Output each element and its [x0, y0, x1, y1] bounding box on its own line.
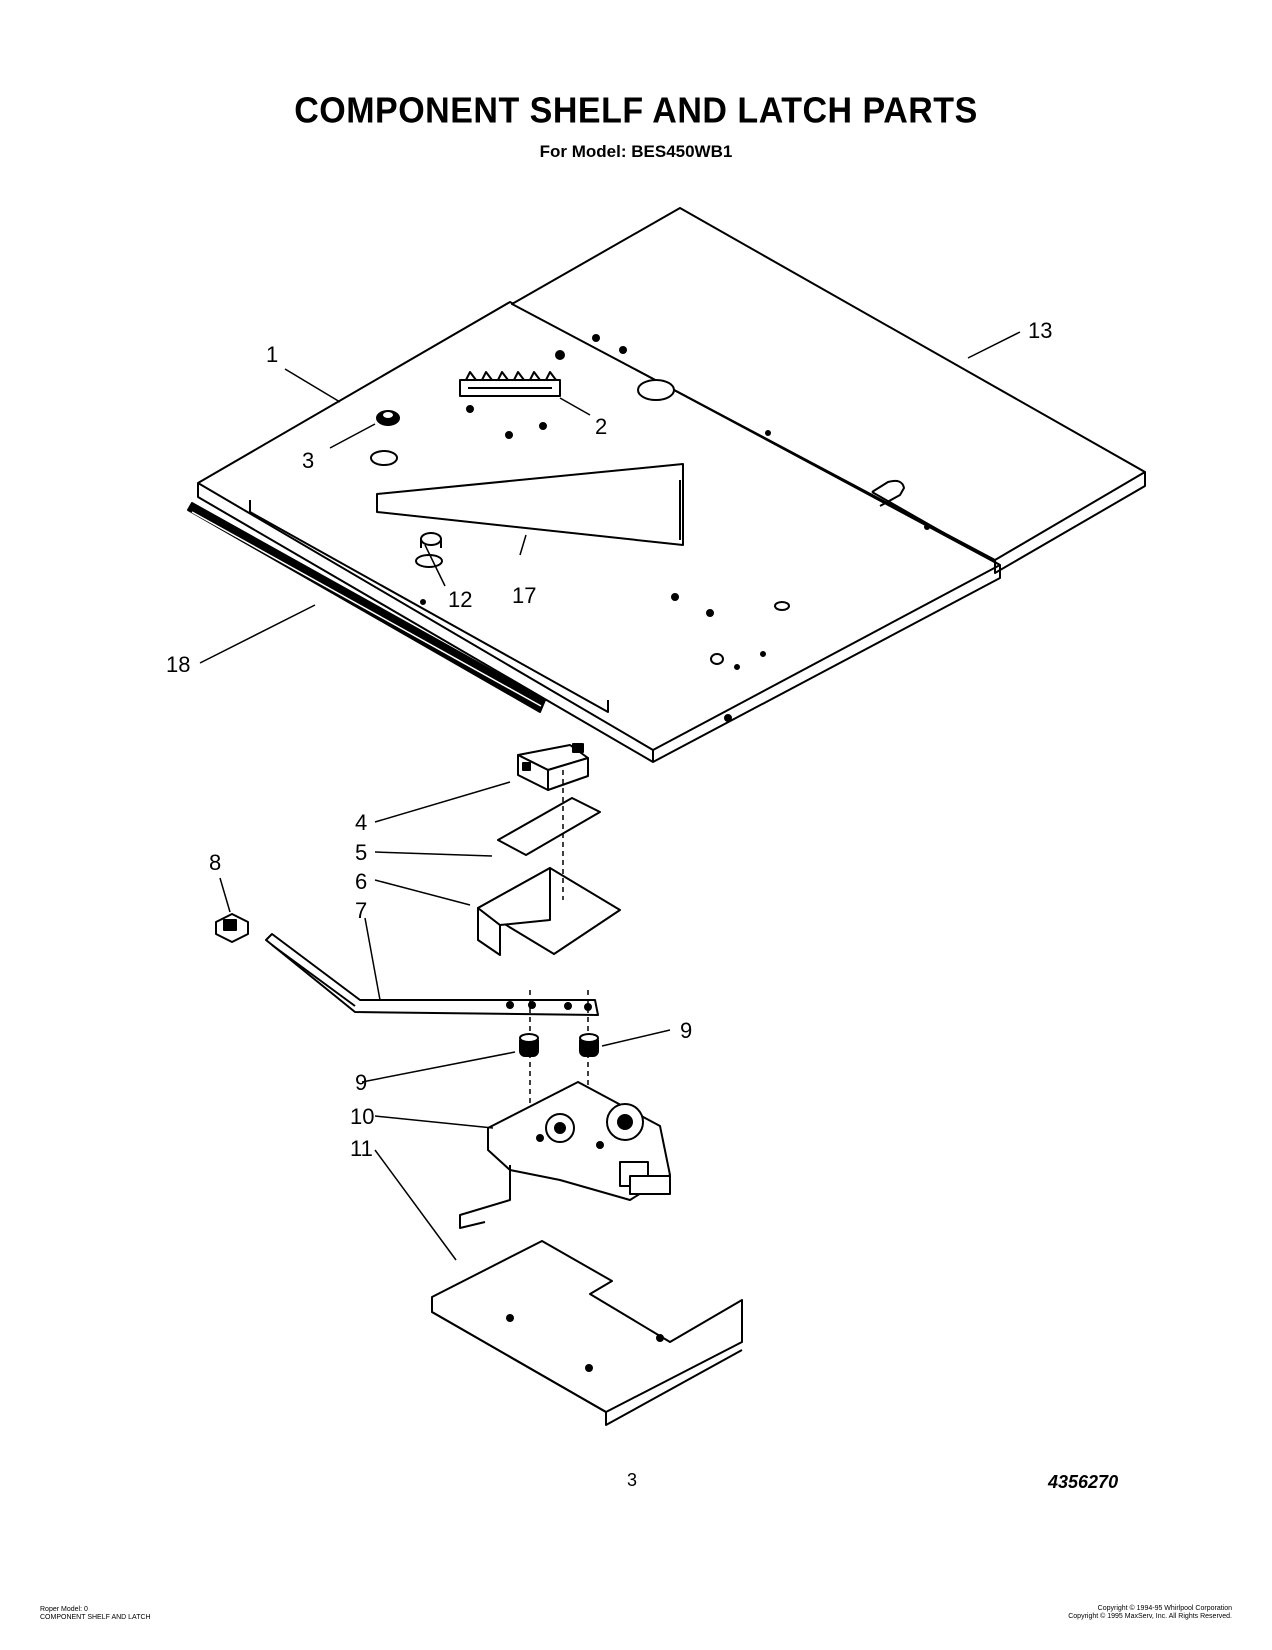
- document-number: 4356270: [1048, 1472, 1119, 1492]
- baffle-part: [376, 463, 684, 546]
- trim-strip-part: [187, 502, 546, 713]
- callout-8: 8: [209, 850, 221, 875]
- plug-button-part: [415, 532, 443, 568]
- callout-7: 7: [355, 898, 367, 923]
- callout-13: 13: [1028, 318, 1052, 343]
- latch-assembly-part: [459, 1081, 671, 1229]
- callout-3: 3: [302, 448, 314, 473]
- footer-copyright-maxserv: Copyright © 1995 MaxServ, Inc. All Right…: [1068, 1613, 1232, 1620]
- callout-1: 1: [266, 342, 278, 367]
- footer-right: Copyright © 1994-95 Whirlpool Corporatio…: [1068, 1605, 1232, 1621]
- terminal-block-part: [459, 371, 561, 397]
- knob-part: [215, 913, 249, 943]
- callout-4: 4: [355, 810, 367, 835]
- spacer-parts: [519, 1033, 599, 1057]
- footer-copyright-whirlpool: Copyright © 1994-95 Whirlpool Corporatio…: [1097, 1605, 1232, 1612]
- callout-10: 10: [350, 1104, 374, 1129]
- page-number: 3: [627, 1470, 638, 1490]
- callout-5: 5: [355, 840, 367, 865]
- page-title: COMPONENT SHELF AND LATCH PARTS: [294, 91, 978, 131]
- callout-labels: 1 2 3 4 5 6 7 8 9 9 10 11 12 13 17 18: [166, 318, 1052, 1161]
- footer-model-line: Roper Model: 0: [40, 1606, 88, 1613]
- footer-left: Roper Model: 0 COMPONENT SHELF AND LATCH: [40, 1606, 151, 1622]
- callout-6: 6: [355, 869, 367, 894]
- leader-lines: [199, 331, 1021, 1261]
- callout-2: 2: [595, 414, 607, 439]
- latch-handle-part: [265, 933, 599, 1130]
- callout-17: 17: [512, 583, 536, 608]
- callout-12: 12: [448, 587, 472, 612]
- grommet-part: [370, 410, 400, 466]
- bracket-part: [477, 770, 621, 956]
- callout-9-right: 9: [680, 1018, 692, 1043]
- footer-section-line: COMPONENT SHELF AND LATCH: [40, 1614, 151, 1621]
- insulator-part: [497, 797, 601, 856]
- switch-part: [517, 743, 589, 791]
- cover-plate-part: [431, 1240, 743, 1426]
- callout-18: 18: [166, 652, 190, 677]
- cover-panel-part: [511, 207, 1146, 574]
- model-subtitle: For Model: BES450WB1: [539, 142, 733, 161]
- callout-9-left: 9: [355, 1070, 367, 1095]
- callout-11: 11: [350, 1136, 373, 1161]
